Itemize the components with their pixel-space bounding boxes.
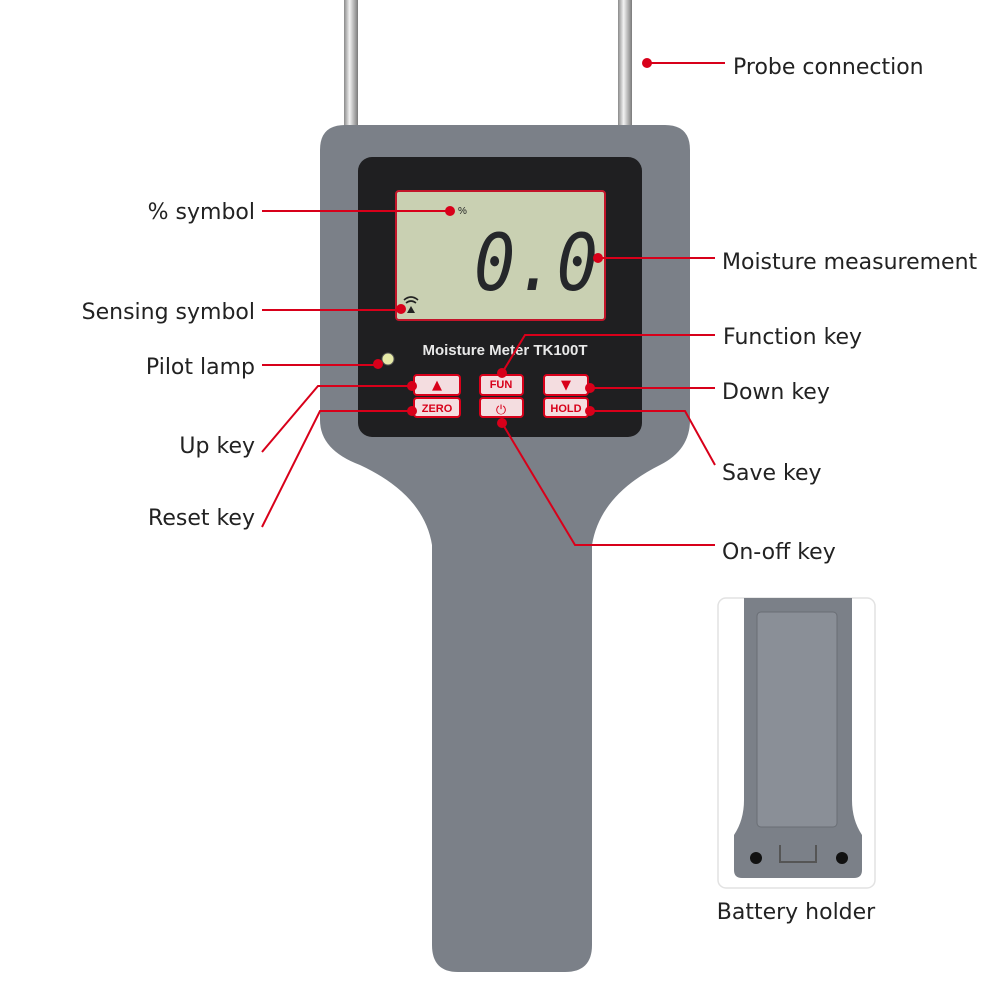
callout-up-key: Up key bbox=[179, 434, 255, 459]
down-arrow-icon: ▼ bbox=[561, 378, 571, 393]
callout-sensing-symbol: Sensing symbol bbox=[82, 300, 255, 325]
up-key[interactable]: ▲ bbox=[413, 374, 461, 396]
power-key[interactable]: ⏻ bbox=[479, 397, 524, 418]
down-key[interactable]: ▼ bbox=[543, 374, 589, 396]
callout-pilot-lamp: Pilot lamp bbox=[146, 355, 255, 380]
callout-reset-key: Reset key bbox=[148, 506, 255, 531]
zero-key[interactable]: ZERO bbox=[413, 397, 461, 418]
lcd-display bbox=[395, 190, 606, 321]
probe-rod-left bbox=[344, 0, 358, 135]
callout-battery-holder: Battery holder bbox=[717, 900, 876, 925]
leader-lines bbox=[261, 58, 725, 546]
model-label: Moisture Meter TK100T bbox=[422, 342, 587, 359]
power-icon: ⏻ bbox=[496, 403, 506, 418]
callout-save-key: Save key bbox=[722, 461, 822, 486]
callout-down-key: Down key bbox=[722, 380, 830, 405]
callout-probe-connection: Probe connection bbox=[733, 55, 924, 80]
lcd-percent-symbol: % bbox=[458, 206, 467, 217]
pilot-lamp bbox=[381, 352, 395, 366]
callout-moisture-measurement: Moisture measurement bbox=[722, 250, 978, 275]
fun-key-label: FUN bbox=[490, 379, 513, 391]
callout-percent-symbol: % symbol bbox=[148, 200, 255, 225]
up-arrow-icon: ▲ bbox=[432, 378, 442, 393]
hold-key[interactable]: HOLD bbox=[543, 397, 589, 418]
zero-key-label: ZERO bbox=[422, 403, 453, 415]
fun-key[interactable]: FUN bbox=[479, 374, 524, 396]
callout-on-off-key: On-off key bbox=[722, 540, 836, 565]
hold-key-label: HOLD bbox=[550, 403, 581, 415]
callout-function-key: Function key bbox=[723, 325, 862, 350]
lcd-reading: 0.0 bbox=[474, 219, 598, 309]
probe-rod-right bbox=[618, 0, 632, 135]
sensing-icon bbox=[403, 296, 419, 313]
battery-holder-inset bbox=[717, 597, 876, 889]
